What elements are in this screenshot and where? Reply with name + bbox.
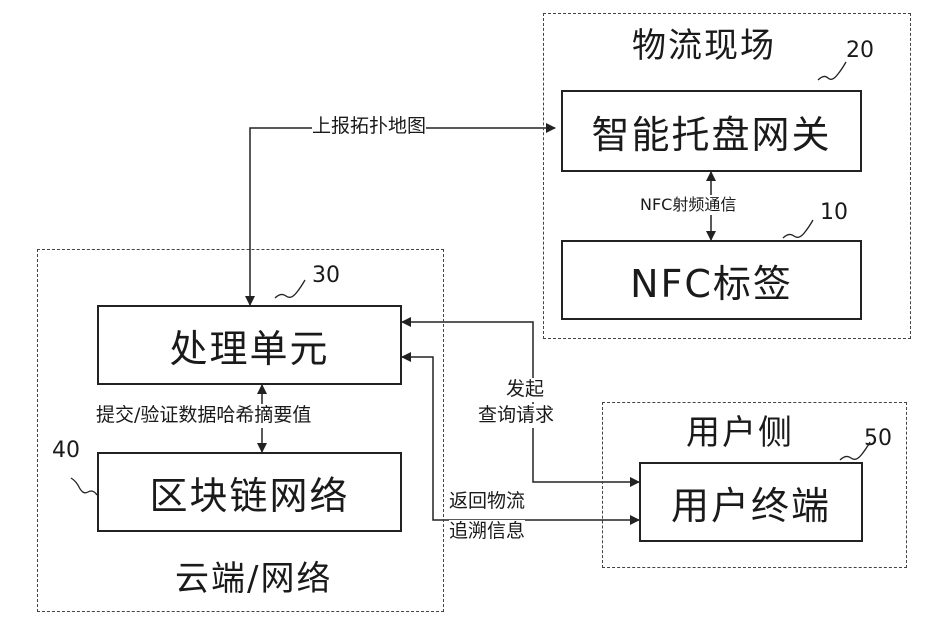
edge-label-query-request-line2: 查询请求 [478, 404, 554, 428]
node-processing-label: 处理单元 [169, 318, 329, 373]
node-nfc-tag: NFC标签 [561, 240, 862, 320]
edge-label-submit-verify: 提交/验证数据哈希摘要值 [96, 404, 311, 428]
edge-label-query-request-line1: 发起 [506, 378, 544, 402]
region-cloud-title: 云端/网络 [175, 551, 332, 600]
ref-20: 20 [846, 38, 874, 63]
region-user-side-title: 用户侧 [686, 405, 794, 454]
ref-50: 50 [864, 426, 892, 451]
edge-label-return-info-line1: 返回物流 [449, 490, 525, 514]
ref-40: 40 [52, 438, 80, 463]
node-gateway-label: 智能托盘网关 [591, 104, 831, 159]
edge-label-nfc-comm: NFC射频通信 [640, 195, 736, 215]
ref-10: 10 [820, 200, 848, 225]
node-blockchain-label: 区块链网络 [149, 465, 349, 520]
region-logistics-site-title: 物流现场 [632, 18, 776, 67]
node-user-terminal-label: 用户终端 [671, 475, 831, 530]
edge-label-return-info-line2: 追溯信息 [449, 520, 525, 544]
edge-label-report-topology: 上报拓扑地图 [312, 115, 426, 139]
node-user-terminal: 用户终端 [639, 462, 863, 542]
node-gateway: 智能托盘网关 [561, 90, 862, 172]
node-nfc-tag-label: NFC标签 [630, 253, 793, 308]
node-processing: 处理单元 [97, 305, 402, 385]
node-blockchain: 区块链网络 [97, 452, 402, 532]
ref-30: 30 [312, 263, 340, 288]
